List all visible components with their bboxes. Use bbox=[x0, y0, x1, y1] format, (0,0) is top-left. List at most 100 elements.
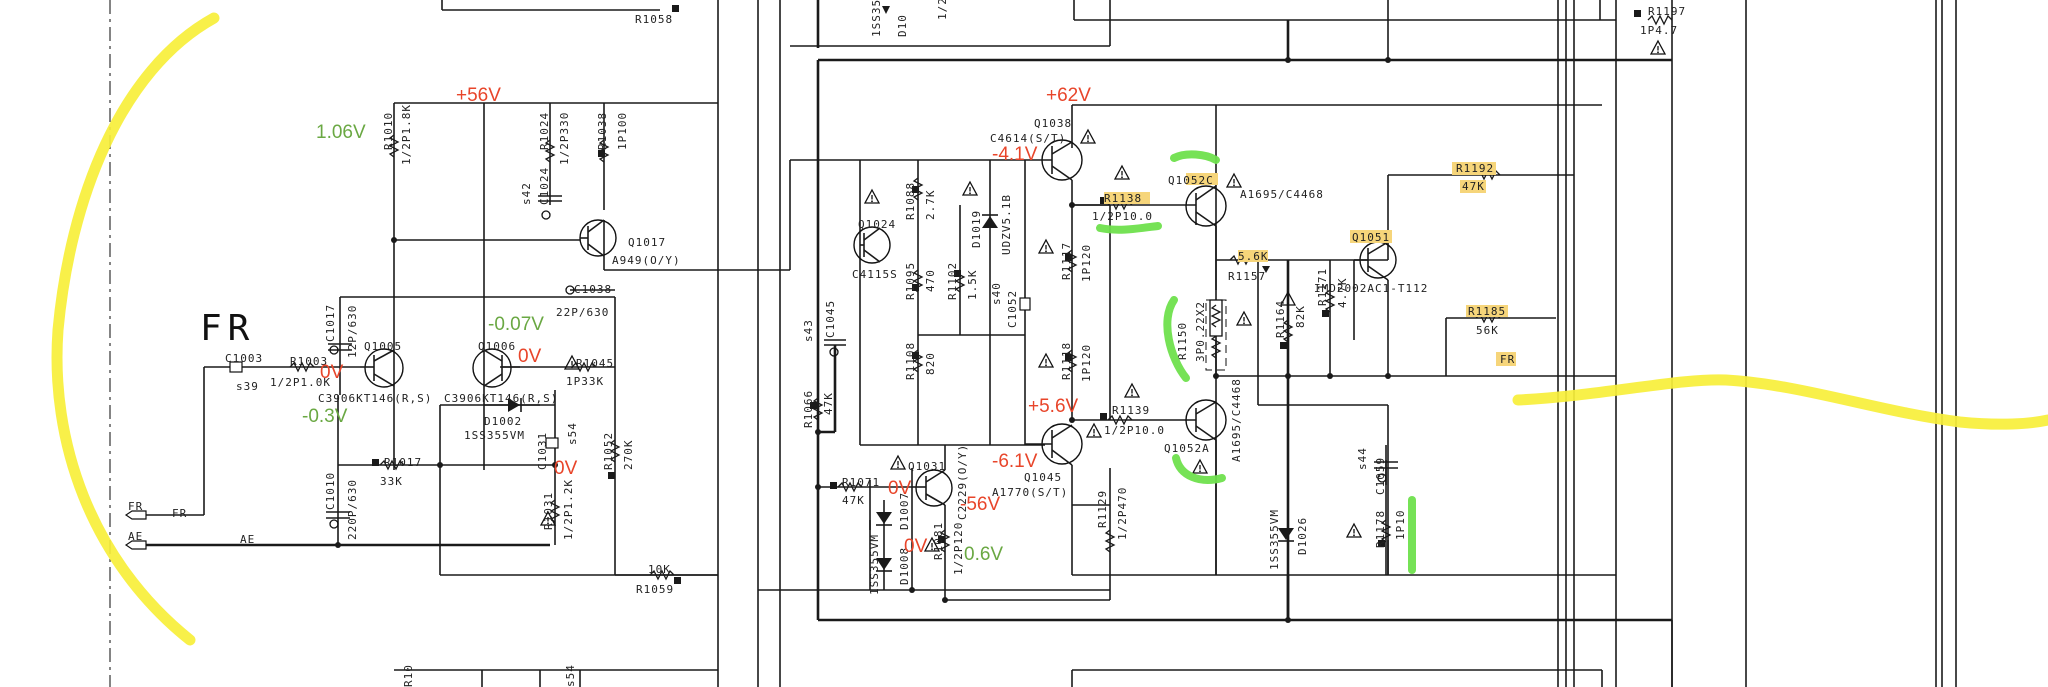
voltage-0v-q1031: 0V bbox=[888, 478, 912, 499]
voltage-62v: +62V bbox=[1046, 85, 1091, 106]
bottom-s54-label: s54 bbox=[564, 664, 577, 687]
r1139-value: 1/2P10.0 bbox=[1104, 424, 1165, 437]
fr-tag-label: FR bbox=[1500, 353, 1515, 366]
r1003-value: 1/2P1.0K bbox=[270, 376, 331, 389]
r1197-label: R1197 bbox=[1648, 5, 1686, 18]
r1102-value: 1.5K bbox=[966, 270, 979, 301]
voltage-neg-0-3v: -0.3V bbox=[302, 406, 348, 427]
r1031-label: R1031 bbox=[542, 492, 555, 530]
r1108-label: R1108 bbox=[904, 342, 917, 380]
q1017-label: Q1017 bbox=[628, 236, 666, 249]
r1095-value: 470 bbox=[924, 269, 937, 292]
s40-label: s40 bbox=[990, 282, 1003, 305]
r1066-label: R1066 bbox=[802, 390, 815, 428]
r1071-label: R1071 bbox=[842, 476, 880, 489]
r1185-label: R1185 bbox=[1468, 305, 1506, 318]
q1038-type: C4614(S/T) bbox=[990, 132, 1066, 145]
voltage-0v-q1005: 0V bbox=[320, 362, 344, 383]
c1010-label: C1010 bbox=[324, 472, 337, 510]
c1038-value: 22P/630 bbox=[556, 306, 609, 319]
right-section-wiring bbox=[1072, 105, 1616, 620]
q1052a-label: Q1052A bbox=[1164, 442, 1210, 455]
c1045-label: C1045 bbox=[824, 300, 837, 338]
middle-parts bbox=[810, 139, 1116, 603]
c1038-label: C1038 bbox=[574, 283, 612, 296]
q1031-label: Q1031 bbox=[908, 460, 946, 473]
r1081-label: R1081 bbox=[932, 522, 945, 560]
c1010-value: 220P/630 bbox=[346, 479, 359, 540]
r1192-value: 47K bbox=[1462, 180, 1485, 193]
ae-net-label: AE bbox=[240, 533, 255, 546]
q1024-type: C4115S bbox=[852, 268, 898, 281]
voltage-neg-0-07v: -0.07V bbox=[488, 314, 544, 335]
r1171-value: 4.7K bbox=[1336, 278, 1349, 309]
top-d-label: D10 bbox=[896, 14, 909, 37]
r1059-label: R1059 bbox=[636, 583, 674, 596]
r1066-value: 47K bbox=[822, 392, 835, 415]
q1051-type: IMD2002AC1-T112 bbox=[1314, 282, 1428, 295]
r1024-label: R1024 bbox=[538, 112, 551, 150]
q1005-type: C3906KT146(R,S) bbox=[318, 392, 432, 405]
r1117-value: 1P120 bbox=[1080, 244, 1093, 282]
voltage-1-06v: 1.06V bbox=[316, 122, 366, 143]
c1017-value: 12P/630 bbox=[346, 305, 359, 358]
voltage-0v-d1008: 0V bbox=[904, 536, 928, 557]
q1005-label: Q1005 bbox=[364, 340, 402, 353]
r1010-value: 1/2P1.8K bbox=[400, 104, 413, 165]
top-bl3-label: 1/2P bbox=[936, 0, 949, 20]
q1006-type: C3906KT146(R,S) bbox=[444, 392, 558, 405]
voltage-0v-q1006: 0V bbox=[518, 346, 542, 367]
q1031-type: C2229(O/Y) bbox=[956, 444, 969, 520]
r1071-value: 47K bbox=[842, 494, 865, 507]
r1059-value: 10K bbox=[648, 563, 671, 576]
d1002-label: D1002 bbox=[484, 415, 522, 428]
r1052-value: 270K bbox=[622, 440, 635, 471]
r1095-label: R1095 bbox=[904, 262, 917, 300]
d1026-type: 1SS355VM bbox=[1268, 509, 1281, 570]
s43-label: s43 bbox=[802, 319, 815, 342]
d1002-type: 1SS355VM bbox=[464, 429, 525, 442]
r1157-value: 5.6K bbox=[1238, 250, 1269, 263]
q1052a-type: A1695/C4468 bbox=[1230, 378, 1243, 462]
q1052c-type: A1695/C4468 bbox=[1240, 188, 1324, 201]
r1052-label: R1052 bbox=[602, 432, 615, 470]
voltage-5-6v: +5.6V bbox=[1028, 396, 1079, 417]
q1006-label: Q1006 bbox=[478, 340, 516, 353]
s44-label: s44 bbox=[1356, 447, 1369, 470]
q1052c-label: Q1052C bbox=[1168, 174, 1214, 187]
r1081-value: 1/2P120 bbox=[952, 522, 965, 575]
section-title: FR bbox=[200, 308, 255, 349]
r1117-label: R1117 bbox=[1060, 242, 1073, 280]
voltage-0-6v: 0.6V bbox=[964, 544, 1003, 565]
middle-section-wiring bbox=[758, 0, 1673, 687]
bottom-right-wiring bbox=[1071, 669, 1603, 687]
r1118-label: R1118 bbox=[1060, 342, 1073, 380]
r1150-label: R1150 bbox=[1176, 322, 1189, 360]
d1007-type: 1SS355VM bbox=[868, 534, 881, 595]
top-ss-label: 1SS35 bbox=[870, 0, 883, 37]
c1059-label: C1059 bbox=[1374, 457, 1387, 495]
p1p47-label: 1P4.7 bbox=[1640, 24, 1678, 37]
r1129-label: R1129 bbox=[1096, 490, 1109, 528]
q1051-label: Q1051 bbox=[1352, 231, 1390, 244]
fr-input-label: FR bbox=[128, 500, 143, 513]
voltage-neg-6-1v: -6.1V bbox=[992, 451, 1038, 472]
highlight-boxes bbox=[1104, 162, 1516, 366]
marker-annotations bbox=[51, 12, 2048, 646]
c1031-label: C1031 bbox=[536, 432, 549, 470]
right-parts bbox=[1100, 57, 1501, 623]
r1010-label: R1010 bbox=[382, 112, 395, 150]
r1129-value: 1/2P470 bbox=[1116, 487, 1129, 540]
r1058-label: R1058 bbox=[635, 13, 673, 26]
r1157-label: R1157 bbox=[1228, 270, 1266, 283]
r1003-label: R1003 bbox=[290, 355, 328, 368]
r1038-label: R1038 bbox=[596, 112, 609, 150]
r1178-value: 1P10 bbox=[1394, 510, 1407, 541]
c1003-label: C1003 bbox=[225, 352, 263, 365]
r1088-label: R1088 bbox=[904, 182, 917, 220]
q1045-type: A1770(S/T) bbox=[992, 486, 1068, 499]
r1088-value: 2.7K bbox=[924, 190, 937, 221]
r1192-label: R1192 bbox=[1456, 162, 1494, 175]
frame-lines bbox=[109, 0, 1957, 687]
